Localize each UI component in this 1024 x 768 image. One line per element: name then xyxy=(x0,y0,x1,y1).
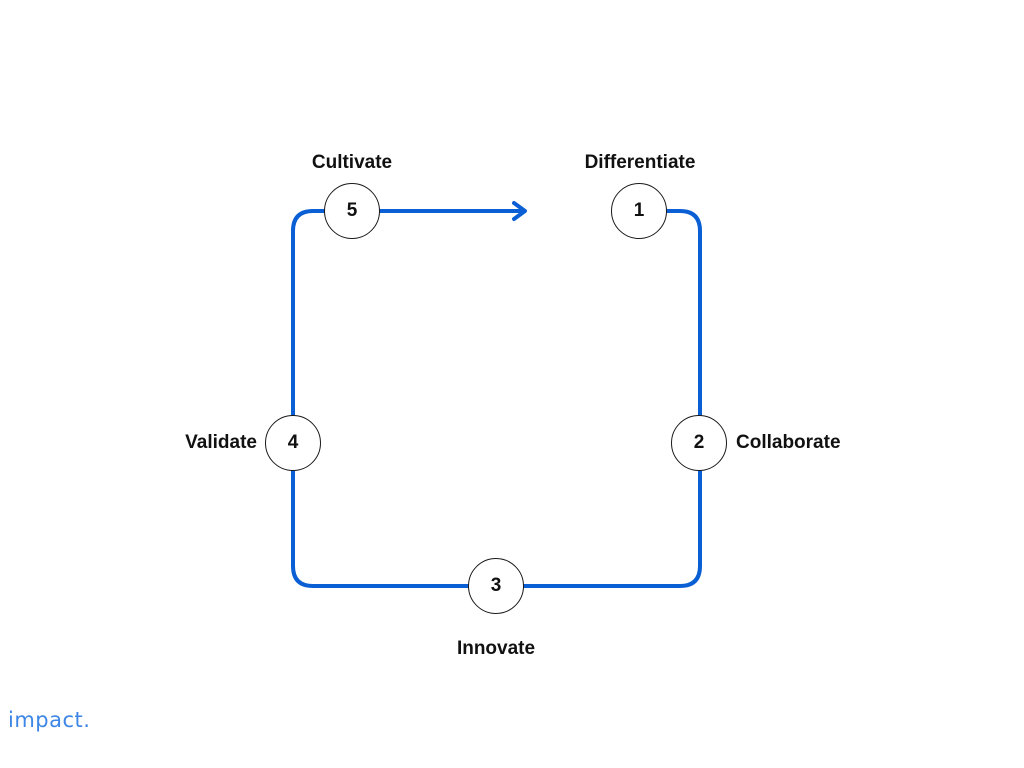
step-3-circle: 3 xyxy=(468,558,524,614)
step-1-number: 1 xyxy=(633,200,645,221)
step-2-number: 2 xyxy=(693,432,705,453)
step-5-number: 5 xyxy=(346,200,358,221)
step-2-circle: 2 xyxy=(671,415,727,471)
step-2-label: Collaborate xyxy=(736,432,841,453)
step-1-circle: 1 xyxy=(611,183,667,239)
step-5-label: Cultivate xyxy=(311,152,393,173)
step-4-circle: 4 xyxy=(265,415,321,471)
brand-logo: impact. xyxy=(8,708,91,732)
step-3-label: Innovate xyxy=(456,638,536,659)
step-1-label: Differentiate xyxy=(584,152,696,173)
arrowhead-icon xyxy=(512,201,527,221)
step-4-label: Validate xyxy=(185,432,257,453)
step-5-circle: 5 xyxy=(324,183,380,239)
loop-path xyxy=(291,209,702,588)
step-4-number: 4 xyxy=(287,432,299,453)
step-3-number: 3 xyxy=(490,575,502,596)
